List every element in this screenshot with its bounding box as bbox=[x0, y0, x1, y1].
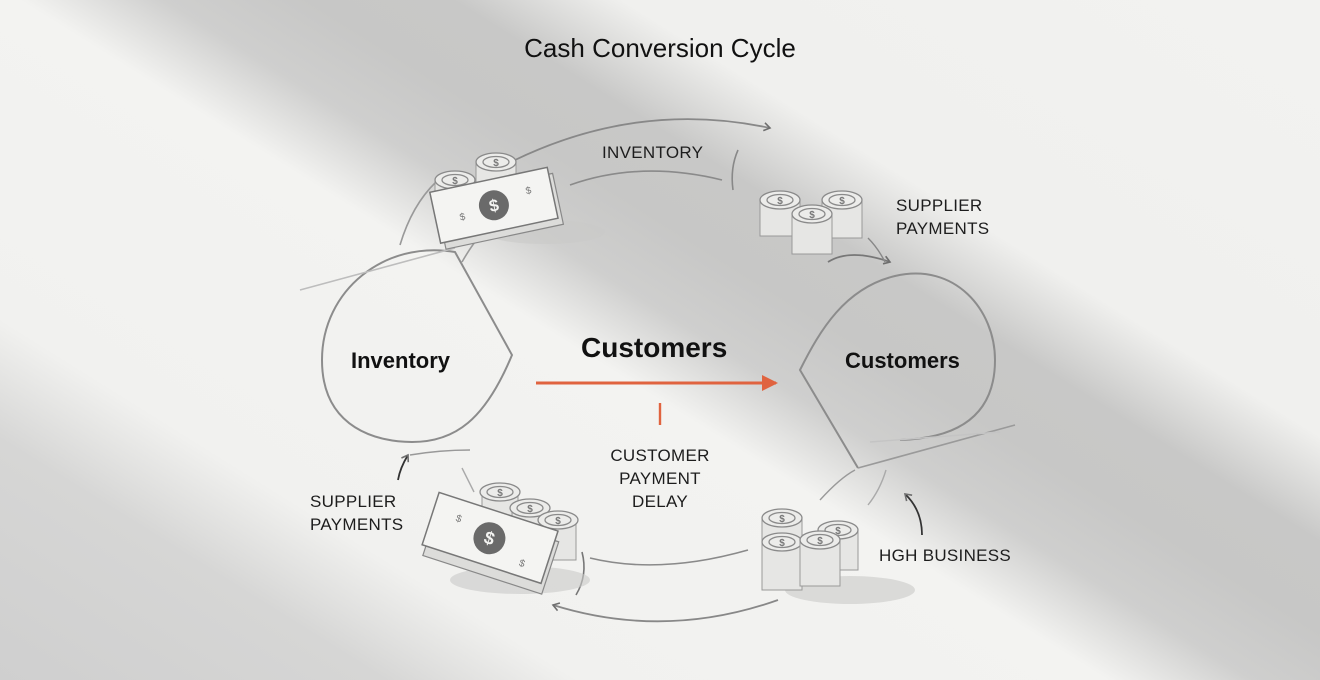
caption-line: SUPPLIER bbox=[896, 196, 983, 215]
customers-node-outline bbox=[798, 272, 997, 469]
arc-bottom-outer bbox=[551, 599, 779, 623]
caption-line: PAYMENT bbox=[619, 469, 701, 488]
center-label: Customers bbox=[581, 332, 728, 363]
coin-stacks-icon-bottom-right bbox=[761, 508, 915, 604]
caption-supplier-payments-bottom: SUPPLIER PAYMENTS bbox=[310, 490, 403, 536]
arc-top-left bbox=[399, 181, 437, 246]
svg-text:$: $ bbox=[525, 185, 533, 197]
arc-top-right-small bbox=[731, 149, 739, 191]
arc-bottom-left-side bbox=[461, 467, 475, 493]
arc-bottom-inner bbox=[589, 549, 749, 566]
arc-right-lower bbox=[819, 469, 856, 501]
caption-line: CUSTOMER bbox=[610, 446, 710, 465]
arc-supplier-to-customers bbox=[827, 254, 892, 265]
svg-text:$: $ bbox=[487, 195, 501, 216]
caption-customer-payment-delay: CUSTOMER PAYMENT DELAY bbox=[580, 444, 740, 513]
arc-top-inner bbox=[569, 170, 723, 186]
cash-stack-icon-top-left: $ $ $ bbox=[428, 152, 605, 250]
arc-bottom-left-up bbox=[397, 453, 410, 481]
caption-line: DELAY bbox=[632, 492, 688, 511]
customers-node-label: Customers bbox=[845, 348, 960, 373]
inventory-node-tail bbox=[299, 247, 456, 291]
svg-text:$: $ bbox=[459, 212, 467, 224]
svg-text:$: $ bbox=[517, 558, 526, 570]
customers-node-base bbox=[869, 431, 1001, 443]
arc-supplier-down bbox=[867, 237, 886, 263]
caption-line: PAYMENTS bbox=[896, 219, 990, 238]
svg-text:$: $ bbox=[454, 513, 463, 525]
caption-line: SUPPLIER bbox=[310, 492, 397, 511]
caption-line: PAYMENTS bbox=[310, 515, 404, 534]
caption-supplier-payments-top: SUPPLIER PAYMENTS bbox=[896, 194, 989, 240]
customers-node-tail bbox=[857, 424, 1016, 469]
diagram-title: Cash Conversion Cycle bbox=[524, 33, 796, 63]
caption-hgh-business: HGH BUSINESS bbox=[879, 546, 1012, 565]
inventory-node-label: Inventory bbox=[351, 348, 451, 373]
coin-stacks-icon-top-right bbox=[759, 190, 863, 255]
cash-stack-icon-bottom-left: $ $ $ bbox=[421, 482, 590, 595]
arc-bottom-right-up bbox=[903, 493, 923, 536]
arc-right-lower2 bbox=[867, 469, 887, 506]
caption-inventory: INVENTORY bbox=[602, 143, 704, 162]
arc-top-outer bbox=[514, 118, 772, 161]
arc-bottom-left-cap bbox=[409, 449, 471, 456]
inventory-node-outline bbox=[320, 249, 514, 444]
